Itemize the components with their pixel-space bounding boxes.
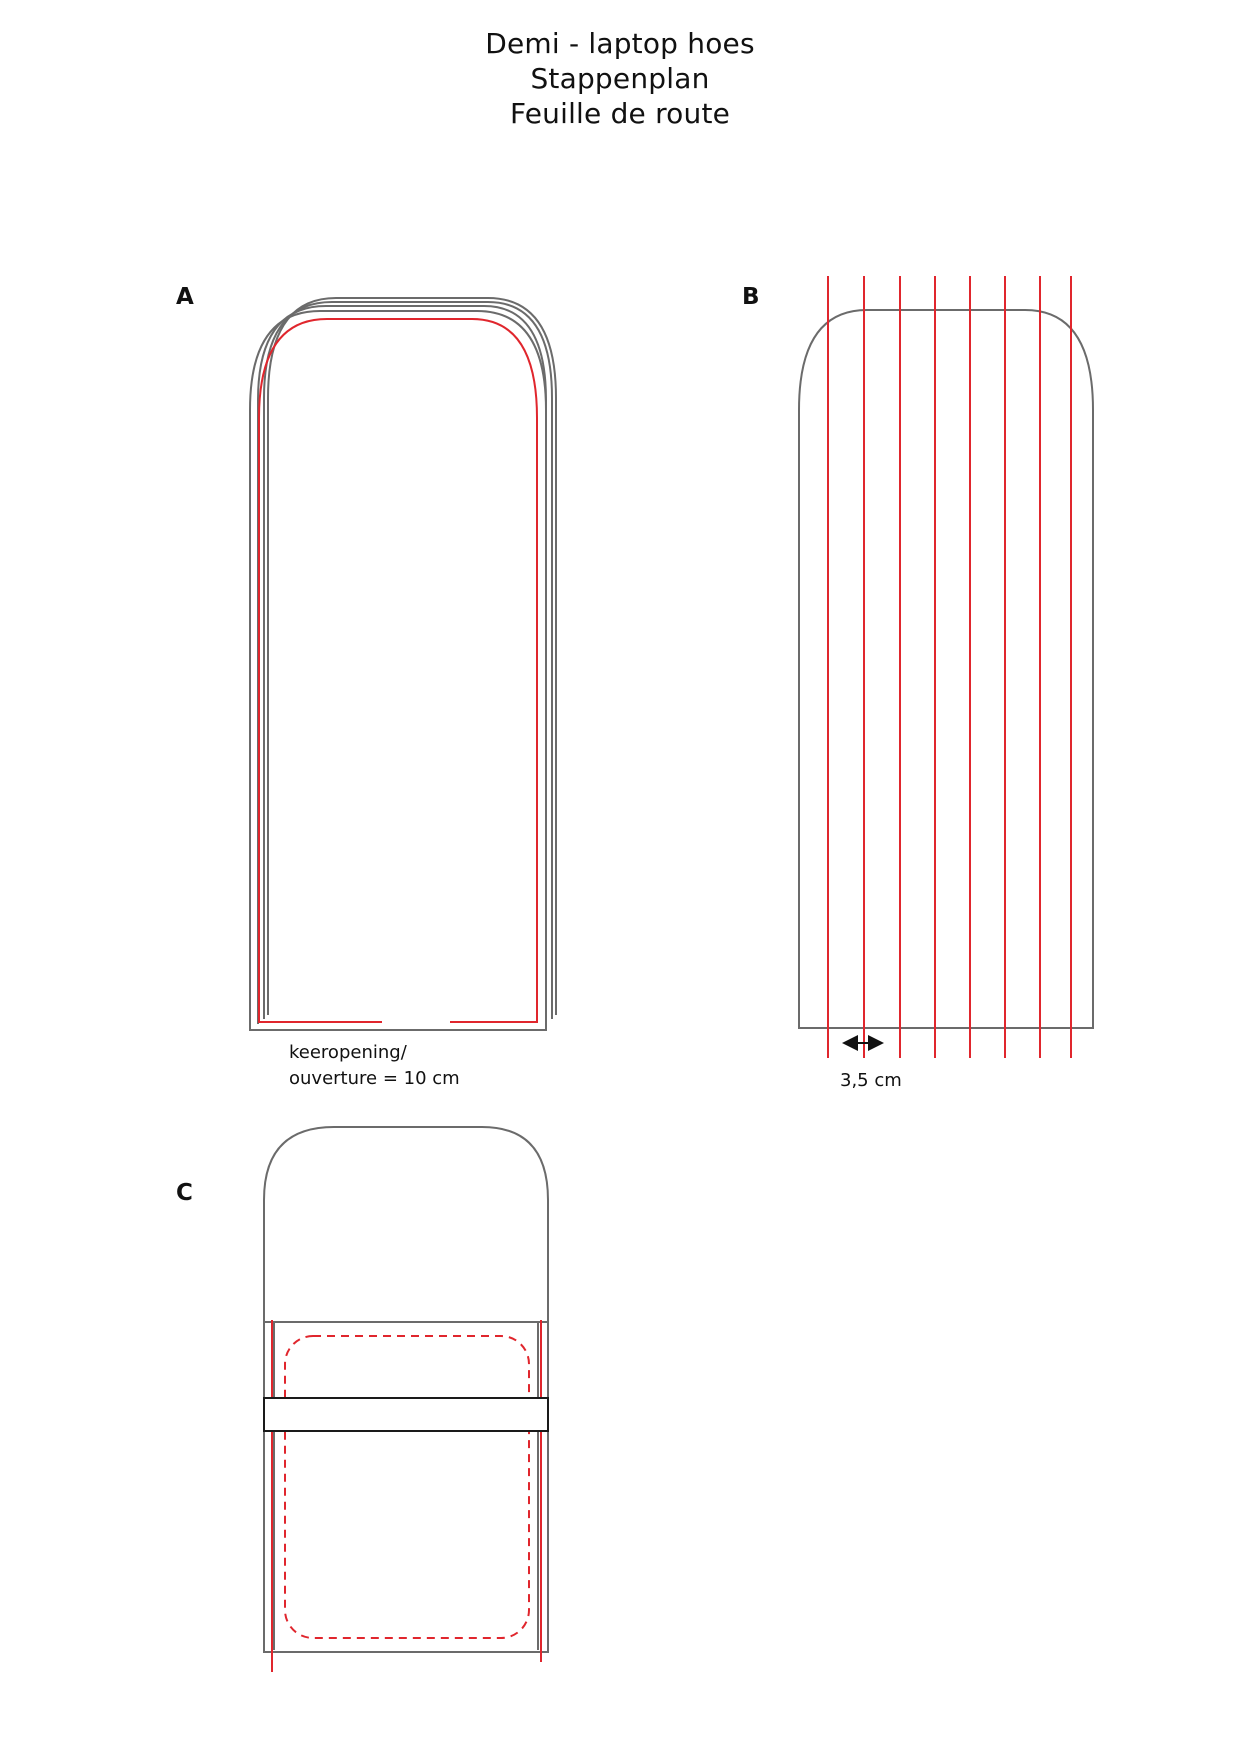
step-c-label: C [176,1180,193,1206]
title-block: Demi - laptop hoes Stappenplan Feuille d… [0,26,1240,131]
fabric-layer-3 [263,301,553,1019]
step-b-label: B [742,284,760,310]
elastic-strap [263,1397,549,1432]
fabric-layer-front [249,310,547,1031]
opening-note-line2: ouverture = 10 cm [289,1068,460,1089]
step-b-drawing [798,276,1094,1058]
stitch-line [258,318,538,1023]
title-french: Feuille de route [509,97,731,130]
spacing-measure: 3,5 cm [840,1070,902,1091]
fabric-panel [798,309,1094,1029]
step-c-drawing [263,1126,549,1672]
step-a-drawing [249,297,557,1031]
pocket-outline [263,1321,549,1653]
opening-note: keeropening/ ouverture = 10 cm [289,1040,460,1092]
quilting-lines [827,276,1072,1058]
opening-note-line1: keeropening/ [289,1042,407,1063]
title-product: Demi - laptop hoes [485,27,755,60]
fabric-layer-2 [257,305,547,1024]
title-dutch: Stappenplan [530,62,710,95]
topstitch-dashed [284,1335,530,1639]
fabric-layer-back [267,297,557,1015]
flap-outline [263,1126,549,1322]
step-a-label: A [176,284,194,310]
